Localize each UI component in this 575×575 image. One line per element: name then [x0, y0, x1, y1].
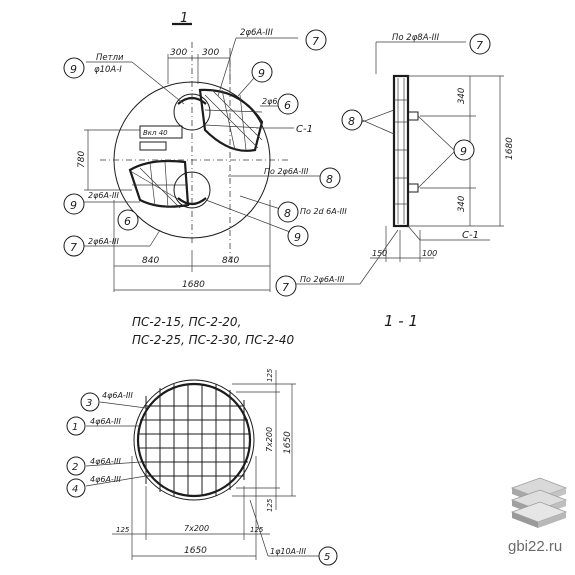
mesh-callout-2: [66, 456, 86, 476]
rebar-label-mid: 2φ6А-III: [262, 97, 294, 106]
section-title: 1 - 1: [384, 312, 418, 330]
section-top-label: По 2φ8А-III: [392, 33, 440, 43]
lower-reinforcement: [128, 159, 211, 209]
callout-7-left-text: 7: [70, 241, 77, 254]
mesh-callout-4-text: 4: [72, 484, 78, 495]
section-slab: [392, 74, 410, 228]
callout-8-upper-text: 8: [326, 173, 333, 186]
callout-bubble-9-right: [251, 61, 273, 83]
mesh-callout-4: [66, 478, 86, 498]
mesh-circle: [133, 379, 255, 501]
mesh-rebar-2: 4φ6А-III: [90, 457, 122, 466]
mesh-callout-1-text: 1: [72, 422, 78, 433]
half-dim-b: 840: [222, 256, 239, 266]
section-callout-7-text: 7: [476, 39, 483, 52]
mesh-bottom-rebar: 1φ10А-III: [270, 547, 307, 556]
callout-bubble-7-top: [305, 29, 327, 51]
c1-label: С-1: [296, 124, 313, 135]
inner-tag: Вкл 40: [143, 129, 168, 137]
section-dim-lower: 340: [457, 196, 467, 212]
upper-reinforcement: [173, 88, 264, 152]
section-c1-label: С-1: [462, 230, 479, 241]
watermark: gbi22.ru: [508, 477, 568, 555]
stacked-slabs-logo-icon: [510, 477, 568, 528]
callout-bubble-9-lower: [287, 225, 309, 247]
section-view: По 2φ8А-III 7 340 340 1680 8 9: [341, 33, 515, 330]
mesh-right-dims: 125 7x200 125 1650: [232, 368, 296, 512]
mesh-right-total: 1650: [283, 431, 293, 454]
callout-bubble-7-bottom: [275, 275, 297, 297]
mesh-callout-1: [66, 416, 86, 436]
rebar-label-po: По 2φ6А-III: [264, 167, 309, 176]
plan-view: 1 Вкл 40: [63, 11, 399, 297]
section-loop-bottom: [408, 183, 419, 193]
mesh-right-dim-top: 125: [266, 368, 274, 382]
section-callout-8-text: 8: [348, 115, 355, 128]
rebar-label-left: 2φ6А-III: [88, 191, 120, 200]
callout-9-left-text: 9: [70, 63, 77, 76]
callout-8-lower-text: 8: [284, 207, 291, 220]
mesh-bottom-total: 1650: [184, 546, 207, 556]
watermark-text: gbi22.ru: [508, 538, 562, 555]
callout-bubble-7-left: [63, 235, 85, 257]
models-line-1: ПС-2-15, ПС-2-20,: [132, 315, 241, 329]
callout-bubble-9-lower-left: [63, 193, 85, 215]
mesh-rebar-1: 4φ6А-III: [90, 417, 122, 426]
mesh-right-dim-mid: 7x200: [265, 427, 274, 452]
callout-bubble-8-lower: [277, 201, 299, 223]
section-dim-total: 1680: [505, 137, 515, 160]
inner-tag-box-2: [139, 141, 167, 151]
callout-9-lower-text: 9: [294, 231, 301, 244]
mesh-ring: [136, 382, 252, 498]
rebar-label-bottom: По 2φ6А-III: [300, 275, 345, 284]
mesh-right-dim-bottom: 125: [266, 498, 274, 512]
mesh-rebar-3: 4φ6А-III: [102, 391, 134, 400]
callout-bubble-8-upper: [319, 167, 341, 189]
mesh-grid: [138, 384, 250, 496]
mesh-bottom-dim-left: 125: [116, 526, 130, 534]
mesh-callout-3-text: 3: [86, 398, 92, 409]
callout-9-right-text: 9: [258, 67, 265, 80]
callout-bubble-6-right: [277, 93, 299, 115]
callout-6-left-text: 6: [124, 215, 131, 228]
section-dim-100: 100: [422, 249, 437, 258]
rebar-label-left-b: 2φ6А-III: [88, 237, 120, 246]
mesh-bottom-dim-right: 125: [250, 526, 264, 534]
models-line-2: ПС-2-25, ПС-2-30, ПС-2-40: [132, 333, 295, 347]
mesh-callout-2-text: 2: [72, 462, 78, 473]
top-dim-a: 300: [170, 48, 187, 58]
mesh-bottom-dim-mid: 7x200: [184, 524, 209, 533]
callout-6-right-text: 6: [284, 99, 291, 112]
mesh-bottom-dims: 125 7x200 125 1650 1φ10А-III 5: [112, 456, 338, 566]
total-dim: 1680: [182, 280, 205, 290]
top-dim-b: 300: [202, 48, 219, 58]
section-dim-150: 150: [372, 249, 387, 258]
left-dim: 780: [77, 151, 87, 168]
mesh-rebar-4: 4φ6А-III: [90, 475, 122, 484]
callout-9-lower-left-text: 9: [70, 199, 77, 212]
rebar-label-top: 2φ6А-III: [240, 28, 273, 38]
callout-bubble-6-left: [117, 209, 139, 231]
section-dim-upper: 340: [457, 88, 467, 104]
mesh-view: 3 4φ6А-III 1 4φ6А-III 2 4φ6А-III 4 4φ6А-…: [66, 368, 338, 566]
callout-bubble-9-left: [63, 57, 85, 79]
callout-7-bottom-text: 7: [282, 281, 289, 294]
mesh-callout-3: [80, 392, 100, 412]
inner-tag-box: [139, 125, 183, 139]
loops-bar: φ10А-I: [94, 65, 122, 75]
section-callout-7: [469, 33, 491, 55]
callout-7-top-text: 7: [312, 35, 319, 48]
rebar-label-po-d: По 2d 6А-III: [300, 207, 347, 216]
mesh-callout-5: [318, 546, 338, 566]
section-loop-top: [408, 111, 419, 121]
section-mark: 1: [180, 11, 188, 26]
section-callout-9-text: 9: [460, 145, 467, 158]
loops-note: Петли: [96, 53, 124, 63]
half-dim-a: 840: [142, 256, 159, 266]
mesh-callout-5-text: 5: [324, 552, 330, 563]
mesh-left-labels: 3 4φ6А-III 1 4φ6А-III 2 4φ6А-III 4 4φ6А-…: [66, 391, 147, 498]
model-list: ПС-2-15, ПС-2-20, ПС-2-25, ПС-2-30, ПС-2…: [132, 315, 295, 347]
